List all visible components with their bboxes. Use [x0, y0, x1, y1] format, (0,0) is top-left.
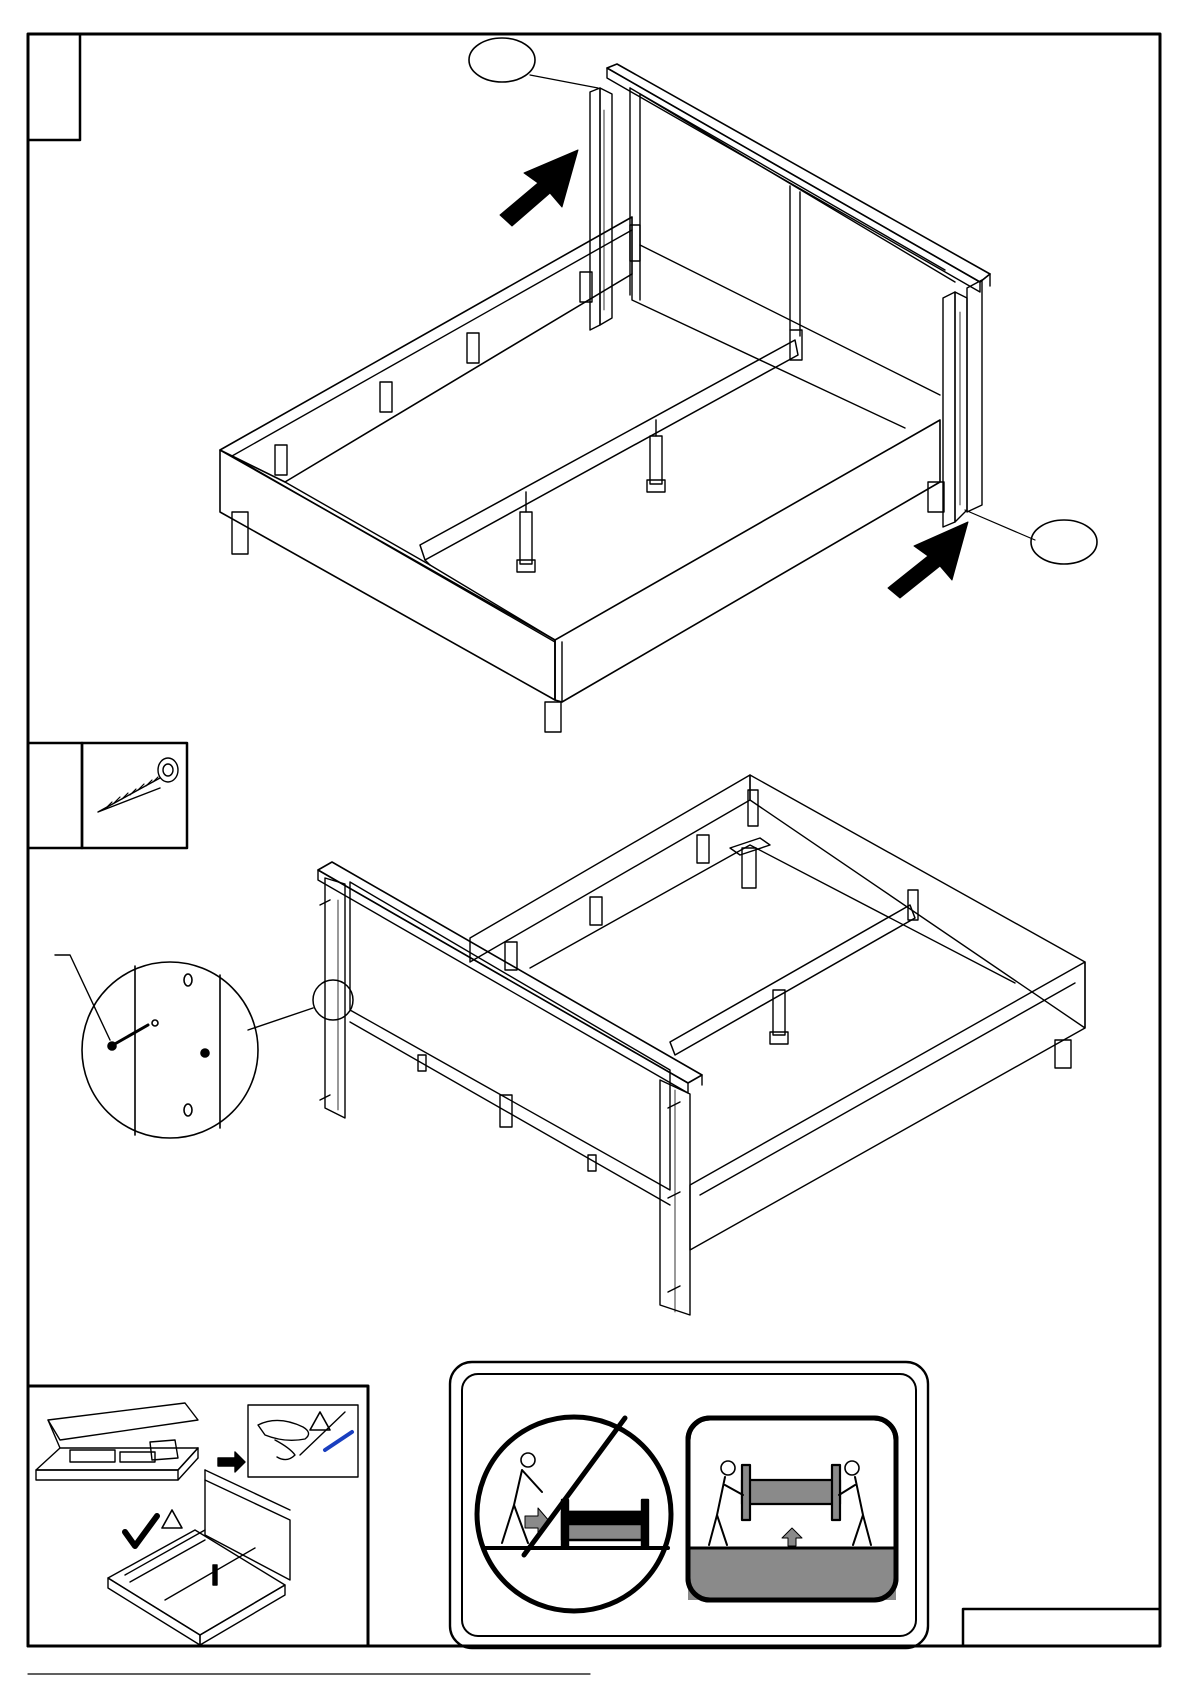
lift-bed-icon	[688, 1418, 896, 1600]
correct-assembly-tip	[108, 1470, 290, 1645]
push-arrow-lower-right	[888, 522, 968, 598]
tips-panel	[28, 1386, 368, 1646]
warning-triangle-icon-2	[162, 1510, 182, 1528]
screw-icon	[98, 758, 178, 812]
push-arrow-upper-right	[500, 150, 578, 226]
step-2-number-box	[28, 743, 82, 848]
do-not-drag-bed-icon	[477, 1417, 671, 1611]
step-1-bed-frame	[220, 64, 1035, 732]
step-1-number-box	[28, 34, 80, 140]
warning-triangle-icon	[310, 1412, 330, 1430]
step-2-bed-frame	[248, 775, 1085, 1315]
magnified-screw-detail	[55, 955, 258, 1138]
page-number-box	[963, 1609, 1160, 1646]
box-opening-tip	[36, 1403, 358, 1480]
checkmark-icon	[125, 1516, 157, 1546]
callout-right	[1031, 520, 1097, 564]
callout-top	[469, 38, 535, 82]
